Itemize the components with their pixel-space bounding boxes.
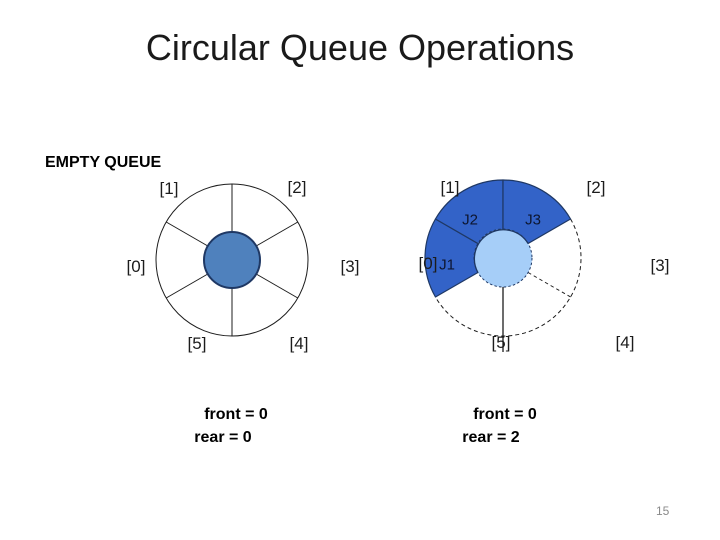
divider-cell0-cell1 — [165, 221, 209, 247]
job-label-j1: J1 — [439, 256, 455, 274]
left-caption-front: front = 0 — [204, 406, 268, 423]
center-circle-solid-arc — [473, 229, 529, 273]
left-cell-label-1: [1] — [159, 179, 179, 198]
divider-cell3-cell4 — [255, 273, 299, 299]
divider-cell3-cell4 — [527, 272, 571, 298]
divider-cell2-cell3 — [255, 221, 299, 247]
left-cell-label-5: [5] — [187, 334, 207, 353]
divider-cell5-cell0 — [165, 273, 209, 299]
queue-cell-dividers — [165, 184, 299, 336]
page-number: 15 — [656, 504, 670, 518]
left-caption-rear: rear = 0 — [194, 429, 252, 446]
filled-queue-diagram — [424, 179, 582, 352]
left-cell-label-2: [2] — [287, 178, 307, 197]
left-cell-label-4: [4] — [289, 334, 309, 353]
right-caption-rear: rear = 2 — [462, 429, 520, 446]
empty-queue-label: EMPTY QUEUE — [45, 154, 162, 171]
right-cell-label-4: [4] — [615, 333, 635, 352]
wedge-j1 — [424, 218, 504, 298]
right-caption-front: front = 0 — [473, 406, 537, 423]
job-label-j3: J3 — [525, 211, 541, 229]
right-cell-label-1: [1] — [440, 178, 460, 197]
job-label-j2: J2 — [462, 211, 478, 229]
right-cell-label-5: [5] — [491, 333, 511, 352]
empty-cells-outer-arc — [435, 218, 582, 337]
queue-center-circle — [203, 231, 261, 289]
slide-title: Circular Queue Operations — [145, 27, 575, 68]
right-cell-label-0: [0] — [418, 254, 438, 273]
left-cell-label-3: [3] — [340, 257, 360, 276]
empty-queue-diagram — [155, 183, 309, 337]
right-cell-label-2: [2] — [586, 178, 606, 197]
left-cell-label-0: [0] — [126, 257, 146, 276]
right-cell-label-3: [3] — [650, 256, 670, 275]
